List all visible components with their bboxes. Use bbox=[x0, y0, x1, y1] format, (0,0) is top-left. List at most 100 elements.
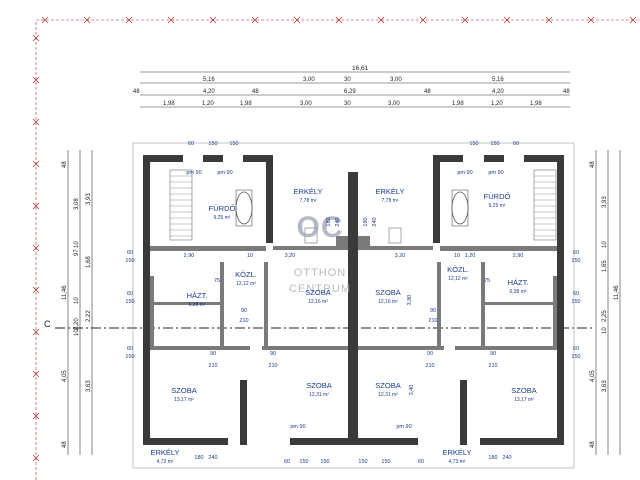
door-label-28: 210 bbox=[208, 363, 217, 369]
bathtub-right bbox=[451, 191, 469, 225]
dim-top-4g: 1,98 bbox=[452, 101, 464, 107]
room-name-6: HÁZT. bbox=[187, 291, 208, 300]
door-label-32: pm 90 bbox=[290, 424, 305, 430]
door-label-2: 150 bbox=[208, 141, 217, 147]
door-label-8: pm 90 bbox=[217, 170, 232, 176]
door-label-56: 3,80 bbox=[407, 295, 413, 306]
boundary-x-mark bbox=[32, 202, 40, 210]
door-label-16: 1,20 bbox=[465, 253, 476, 259]
room-area-13: 12,31 m² bbox=[378, 392, 398, 398]
door-label-17: 2,90 bbox=[513, 253, 524, 259]
door-label-6: 60 bbox=[513, 141, 519, 147]
dim-top-4a: 1,98 bbox=[163, 101, 175, 107]
left-dim-label: 10 bbox=[74, 297, 80, 304]
door-label-46: 60 bbox=[573, 250, 579, 256]
room-name-3: ERKÉLY bbox=[375, 187, 404, 196]
boundary-x-mark bbox=[32, 286, 40, 294]
right-dim-label: 3,63 bbox=[602, 380, 608, 392]
top-dimensions: 16,61 5,16 3,00 30 3,00 5,16 48 4,20 48 … bbox=[133, 65, 570, 108]
door-label-10: pm 90 bbox=[488, 170, 503, 176]
door-label-24: 90 bbox=[210, 351, 216, 357]
door-labels: 60 150 150 150 150 60 pm 90 pm 90 pm 90 … bbox=[125, 141, 580, 465]
right-dim-label: 2,25 bbox=[602, 310, 608, 322]
boundary-x-mark bbox=[545, 16, 553, 24]
door-label-55: 150 bbox=[571, 354, 580, 360]
dim-top-4c: 1,98 bbox=[240, 101, 252, 107]
boundary-x-mark bbox=[32, 160, 40, 168]
door-label-60: 180 bbox=[363, 217, 369, 226]
door-label-15: 10 bbox=[454, 253, 460, 259]
room-area-9: 12,12 m² bbox=[448, 276, 468, 282]
left-dim-label: 2,22 bbox=[86, 310, 92, 322]
room-area-14: 13,17 m² bbox=[514, 397, 534, 403]
boundary-x-mark bbox=[209, 16, 217, 24]
door-label-7: pm 90 bbox=[186, 170, 201, 176]
room-area-5: 12,12 m² bbox=[236, 281, 256, 287]
dim-top-4i: 1,98 bbox=[530, 101, 542, 107]
door-label-31: 210 bbox=[488, 363, 497, 369]
left-dim-label: 97 bbox=[74, 249, 80, 256]
door-label-20: 90 bbox=[241, 308, 247, 314]
door-label-23: 210 bbox=[428, 318, 437, 324]
door-label-27: 90 bbox=[490, 351, 496, 357]
boundary-x-mark bbox=[32, 244, 40, 252]
room-name-5: KÖZL. bbox=[235, 270, 257, 279]
right-dim-label: 10 bbox=[602, 327, 608, 334]
room-area-16: 4,73 m² bbox=[449, 459, 466, 465]
dim-top-4b: 1,20 bbox=[202, 101, 214, 107]
watermark-line1: OTTHON bbox=[294, 267, 346, 279]
room-area-12: 12,31 m² bbox=[309, 392, 329, 398]
room-name-10: HÁZT. bbox=[508, 278, 529, 287]
room-area-7: 12,16 m² bbox=[308, 299, 328, 305]
left-dim-label: 11,46 bbox=[62, 285, 68, 300]
door-label-58: 180 bbox=[326, 217, 332, 226]
boundary-x-mark bbox=[41, 16, 49, 24]
door-label-33: pm 90 bbox=[396, 424, 411, 430]
door-label-14: 3,20 bbox=[395, 253, 406, 259]
door-label-12: 10 bbox=[247, 253, 253, 259]
boundary-x-mark bbox=[251, 16, 259, 24]
door-label-36: 60 bbox=[284, 459, 290, 465]
door-label-22: 210 bbox=[239, 318, 248, 324]
boundary-x-mark bbox=[335, 16, 343, 24]
door-label-13: 3,20 bbox=[285, 253, 296, 259]
boundary-x-mark bbox=[167, 16, 175, 24]
stairs-right bbox=[533, 169, 557, 241]
door-label-41: 60 bbox=[418, 459, 424, 465]
left-dim-label: 10 bbox=[74, 241, 80, 248]
room-area-6: 6,38 m² bbox=[189, 302, 206, 308]
left-dim-label: 48 bbox=[62, 161, 68, 168]
door-label-45: 150 bbox=[125, 258, 134, 264]
dim-top-3b: 4,20 bbox=[203, 89, 215, 95]
room-name-7: SZOBA bbox=[305, 288, 330, 297]
right-dim-label: 3,93 bbox=[602, 196, 608, 208]
bathtub-left bbox=[235, 191, 253, 225]
right-dim-label: 11,46 bbox=[614, 285, 620, 300]
boundary-x-mark bbox=[83, 16, 91, 24]
door-label-42: 180 bbox=[488, 455, 497, 461]
door-label-18: 75 bbox=[214, 278, 220, 284]
dim-top-2c: 30 bbox=[344, 77, 351, 83]
boundary-x-mark bbox=[629, 16, 637, 24]
dim-top-2e: 5,16 bbox=[492, 77, 504, 83]
dim-top-4h: 1,20 bbox=[491, 101, 503, 107]
boundary-x-mark bbox=[587, 16, 595, 24]
dim-top-2b: 3,00 bbox=[303, 77, 315, 83]
stairs-left bbox=[169, 169, 193, 241]
room-name-4: FÜRDŐ bbox=[484, 192, 511, 201]
door-label-35: 240 bbox=[208, 455, 217, 461]
room-area-2: 7,78 m² bbox=[300, 198, 317, 204]
room-area-11: 13,17 m² bbox=[174, 397, 194, 403]
door-label-29: 210 bbox=[268, 363, 277, 369]
boundary-x-mark bbox=[461, 16, 469, 24]
room-name-15: ERKÉLY bbox=[150, 448, 179, 457]
right-dim-label: 48 bbox=[590, 161, 596, 168]
door-label-51: 150 bbox=[571, 299, 580, 305]
right-dim-label: 4,05 bbox=[590, 370, 596, 382]
dim-top-4e: 30 bbox=[344, 101, 351, 107]
boundary-x-mark bbox=[32, 76, 40, 84]
left-dim-label: 3,08 bbox=[74, 198, 80, 210]
watermark-logo: OC bbox=[297, 211, 344, 244]
